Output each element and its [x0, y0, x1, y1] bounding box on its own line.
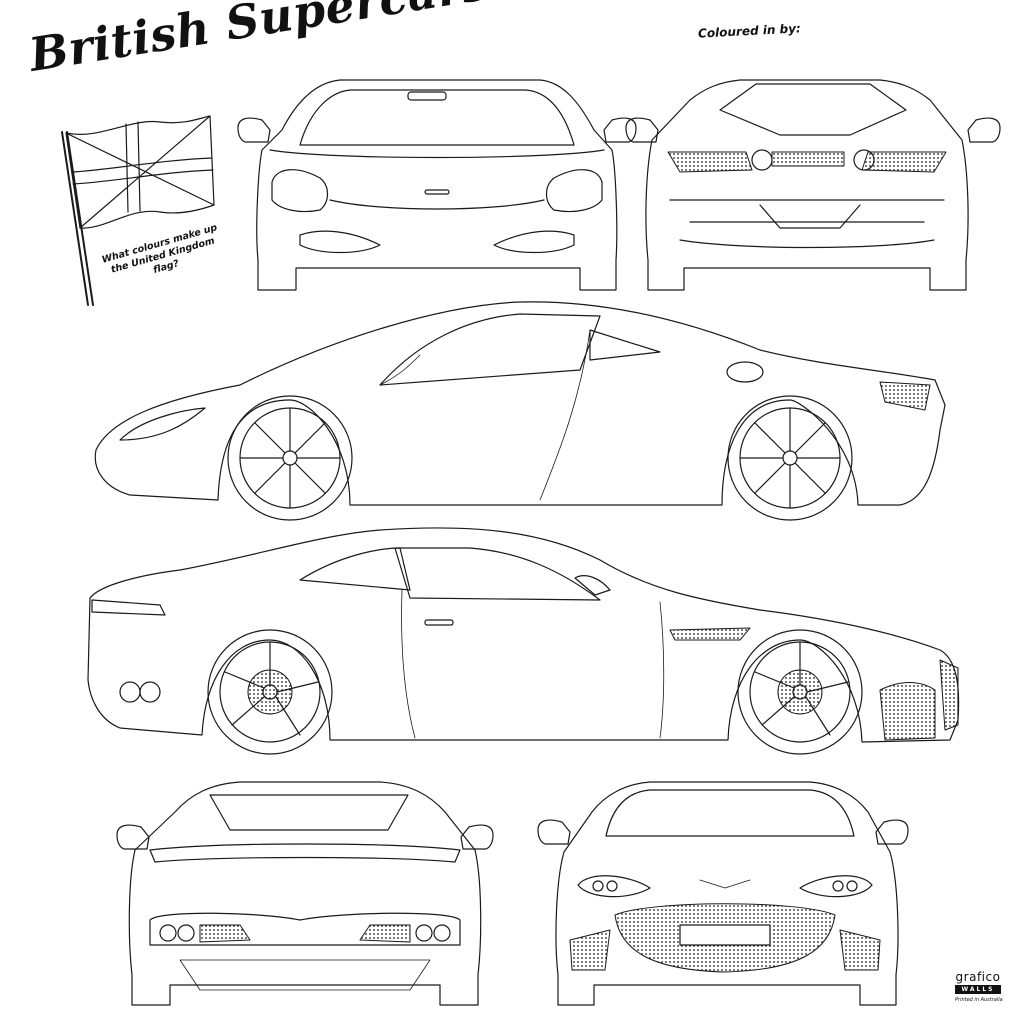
mclaren-front-view	[237, 79, 637, 291]
mclaren-rear-view	[625, 79, 1001, 291]
logo-brand: grafico	[955, 970, 1001, 984]
union-jack-flag-icon	[61, 115, 215, 306]
aston-martin-front-view	[537, 781, 909, 1006]
logo-tagline: Printed in Australia	[955, 997, 1003, 1003]
aston-martin-side-view	[87, 527, 960, 755]
mclaren-side-view	[94, 301, 946, 521]
aston-martin-rear-view	[116, 781, 494, 1006]
grafico-walls-logo: grafico WALLS Printed in Australia	[955, 970, 1003, 1003]
logo-sub: WALLS	[955, 985, 1001, 994]
